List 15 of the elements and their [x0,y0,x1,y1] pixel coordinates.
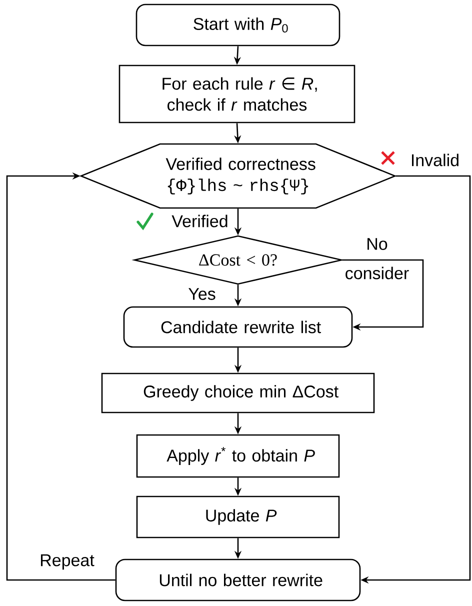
edge-label: Yes [187,287,217,301]
process-box: Update P [136,496,340,538]
process-box: Apply r$^{*}$ to obtain P [136,434,340,478]
rounded-box: Candidate rewrite list [123,306,353,348]
edge-label: Verified [170,214,230,228]
edge-label: Invalid [409,152,461,168]
arrow [342,259,424,331]
edge-label: Repeat [38,553,96,571]
process-box: For each rule r ∈ R, check if r matches [118,64,356,124]
edge-label: No [365,237,389,251]
rounded-box: Start with P$_{0}$ [136,4,340,46]
rounded-box: Until no better rewrite [115,558,361,602]
arrow [6,172,116,581]
process-box: Greedy choice min ΔCost [101,372,375,414]
note-label: consider [344,266,410,280]
